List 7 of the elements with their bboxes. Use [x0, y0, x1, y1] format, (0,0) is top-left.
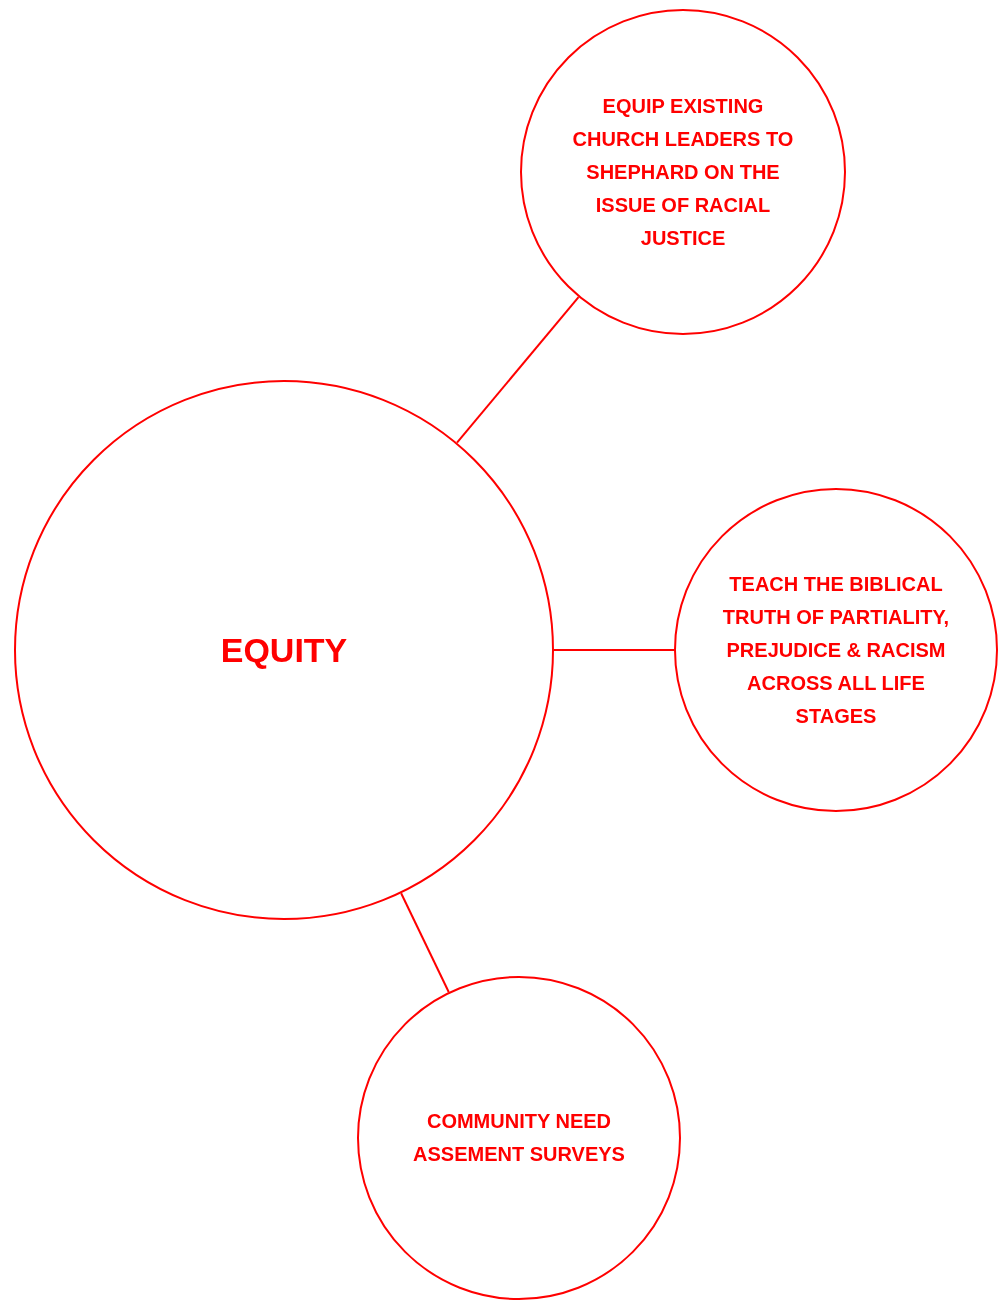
connector-line — [553, 649, 675, 651]
topic-text: EQUIP EXISTING CHURCH LEADERS TO SHEPHARD ON THE ISSUE OF RACIAL JUSTICE — [571, 93, 795, 251]
topic-text: TEACH THE BIBLICAL TRUTH OF PARTIALITY, PREJUDICE & RACISM ACROSS ALL LIFE STAGES — [721, 571, 951, 729]
topic-text: COMMUNITY NEED ASSEMENT SURVEYS — [412, 1109, 626, 1167]
connector-line — [400, 892, 450, 994]
central-topic-text: EQUITY — [220, 629, 348, 671]
connector-line — [456, 296, 580, 444]
